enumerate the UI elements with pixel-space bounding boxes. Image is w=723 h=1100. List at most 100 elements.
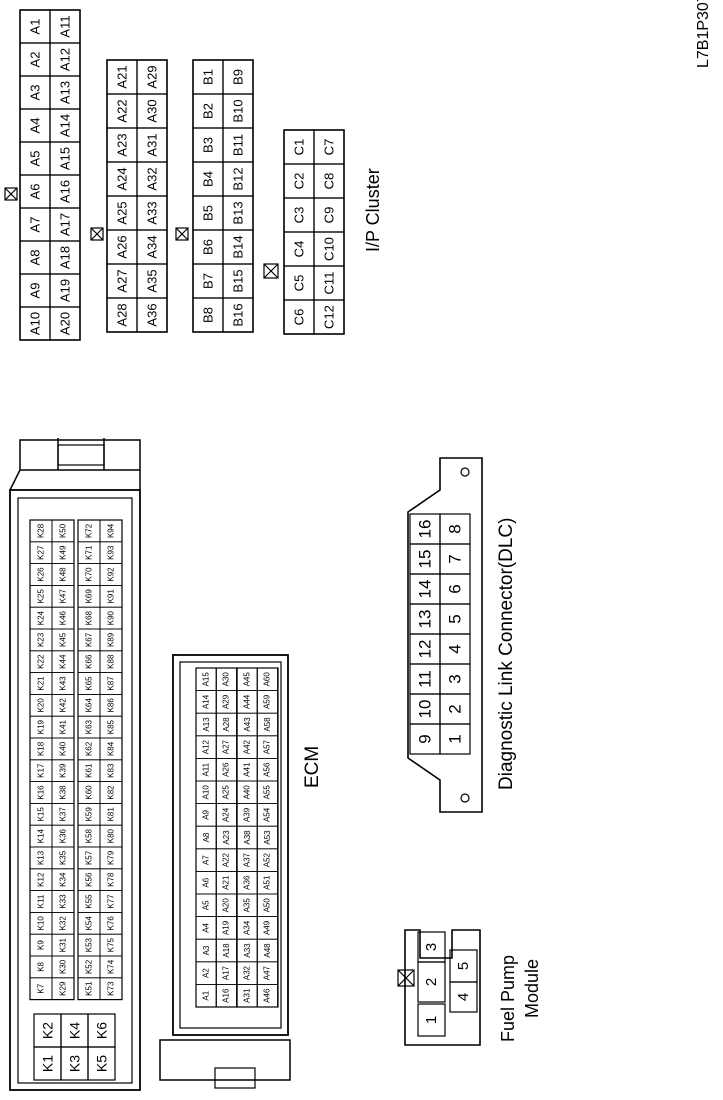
pin-label: K64	[85, 698, 94, 713]
pin-label: A25	[222, 785, 231, 800]
pin-label: K17	[37, 763, 46, 778]
pin-label: K19	[37, 719, 46, 734]
pin-label: K27	[37, 545, 46, 560]
pin-label: A31	[243, 988, 252, 1003]
pin-label: A51	[263, 875, 272, 890]
pin-label: A25	[115, 201, 130, 224]
ecm-a-housing	[172, 654, 289, 1036]
pin-label: K21	[37, 676, 46, 691]
pin-label: B16	[231, 303, 246, 326]
pin-label: K31	[59, 937, 68, 952]
pin-label: K93	[107, 545, 116, 560]
pin-label: K74	[107, 959, 116, 974]
pin-label: A44	[243, 694, 252, 709]
pin-label: A24	[115, 167, 130, 190]
pin-label: A47	[263, 965, 272, 980]
pin-label: A20	[222, 898, 231, 913]
pin-label: A60	[263, 672, 272, 687]
pin-label: K76	[107, 916, 116, 931]
pin-label: 16	[416, 520, 435, 539]
pin-label: A15	[58, 147, 73, 170]
pin-label: A26	[222, 762, 231, 777]
pin-label: B12	[231, 167, 246, 190]
pin-label: K50	[59, 523, 68, 538]
pin-label: A3	[28, 85, 43, 101]
pin-label: 11	[416, 670, 435, 688]
pin-label: B4	[201, 171, 216, 187]
pin-label: 15	[416, 550, 435, 569]
pin-label: K38	[59, 785, 68, 800]
pin-label: 5	[446, 614, 465, 623]
pin-label: A19	[58, 279, 73, 302]
pin-label: A42	[243, 739, 252, 754]
pin-label: A12	[58, 48, 73, 71]
pin-label: B5	[201, 205, 216, 221]
pin-label: A21	[222, 875, 231, 890]
pin-label: K52	[85, 959, 94, 974]
pin-label: A57	[263, 739, 272, 754]
pin-label: A2	[28, 52, 43, 68]
pin-label: K25	[37, 589, 46, 604]
pin-label: K91	[107, 589, 116, 604]
pin-label: K94	[107, 523, 116, 538]
pin-label: C1	[292, 139, 307, 156]
pin-label: A11	[202, 762, 211, 776]
pin-label: A9	[28, 283, 43, 299]
pin-label: A27	[222, 739, 231, 754]
pin-label: K30	[59, 959, 68, 974]
pin-label: A28	[222, 717, 231, 732]
pin-label: K33	[59, 894, 68, 909]
ecm-k-latch-tab	[57, 444, 105, 466]
pin-label: K23	[37, 632, 46, 647]
pin-label: K34	[59, 872, 68, 887]
pin-label: A58	[263, 717, 272, 732]
ecm-k-latch-side	[9, 469, 21, 491]
pin-label: A7	[202, 855, 211, 865]
pin-label: A32	[145, 167, 160, 190]
pin-label: K54	[85, 916, 94, 931]
pin-label: A52	[263, 852, 272, 867]
pin-label: A4	[202, 922, 211, 932]
pin-label: K82	[107, 785, 116, 800]
pin-label: K56	[85, 872, 94, 887]
pin-label: K87	[107, 676, 116, 691]
pin-label: K65	[85, 676, 94, 691]
pin-label: A45	[243, 672, 252, 687]
pin-label: B8	[201, 307, 216, 323]
pin-label: K53	[85, 937, 94, 952]
ip-cluster-label: I/P Cluster	[363, 168, 383, 252]
dlc-label: Diagnostic Link Connector(DLC)	[496, 517, 517, 790]
pin-label: K9	[37, 940, 46, 950]
pin-label: K72	[85, 523, 94, 538]
pin-label: A38	[243, 830, 252, 845]
pin-label: A27	[115, 269, 130, 292]
fuel-pump-housing	[404, 929, 481, 1046]
pin-cell	[417, 931, 446, 963]
pin-label: 8	[446, 524, 465, 533]
pin-label: K42	[59, 698, 68, 713]
pin-label: C7	[322, 139, 337, 156]
pin-label: B2	[201, 103, 216, 119]
pin-label: K69	[85, 589, 94, 604]
pin-label: K40	[59, 741, 68, 756]
pin-label: A49	[263, 920, 272, 935]
pin-label: K24	[37, 610, 46, 625]
pin-label: 13	[416, 610, 435, 629]
pin-label: K4	[67, 1022, 83, 1039]
pin-label: B7	[201, 273, 216, 289]
pin-label: K67	[85, 632, 94, 647]
pin-label: A30	[222, 672, 231, 687]
pin-label: A33	[243, 943, 252, 958]
pin-label: C8	[322, 173, 337, 190]
pin-label: 7	[446, 554, 465, 563]
pin-label: K8	[37, 961, 46, 971]
ecm-a-group2	[236, 667, 279, 1008]
pin-cell	[449, 949, 478, 983]
pin-label: A17	[58, 213, 73, 236]
pin-label: K71	[85, 545, 94, 560]
pin-label: K75	[107, 937, 116, 952]
pin-label: K16	[37, 785, 46, 800]
pin-label: 4	[446, 644, 465, 653]
